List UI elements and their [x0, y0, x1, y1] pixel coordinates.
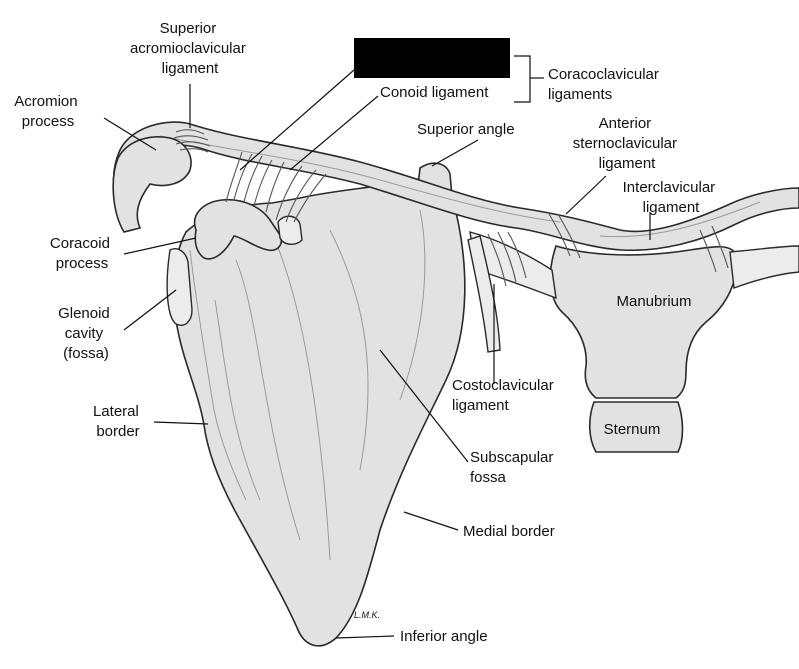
label-conoid-ligament: Conoid ligament: [380, 84, 489, 101]
anterior-sternoclavicular-ligament-fibers: [547, 211, 729, 273]
label-interclavicular-ligament: Interclavicular ligament: [623, 179, 720, 216]
labels: Superior acromioclavicular ligament Acro…: [14, 20, 720, 645]
manubrium: [549, 245, 738, 399]
costoclavicular-ligament-fibers: [487, 231, 527, 287]
lateral-edge: [189, 249, 247, 501]
costal-cartilage-right: [729, 245, 799, 289]
leader-lines: [103, 55, 651, 639]
label-superior-acromioclavicular-ligament: Superior acromioclavicular ligament: [130, 20, 250, 77]
label-coracoclavicular-ligaments: Coracoclavicular ligaments: [548, 66, 663, 103]
scapula-shading: [214, 209, 426, 561]
label-inferior-angle: Inferior angle: [400, 628, 488, 645]
label-anterior-sternoclavicular-ligament: Anterior sternoclavicular ligament: [573, 115, 681, 172]
label-medial-border: Medial border: [463, 523, 555, 540]
label-acromion-process: Acromion process: [14, 93, 82, 130]
superior-acromioclavicular-ligament-fibers: [173, 129, 211, 153]
artist-signature: L.M.K.: [354, 610, 380, 620]
scapular-notch: [277, 215, 303, 245]
glenoid-cavity: [166, 248, 193, 326]
coracoclavicular-ligament-fibers: [225, 151, 327, 223]
acromion: [112, 136, 192, 233]
first-rib-left: [467, 235, 501, 353]
label-sternum: Sternum: [604, 421, 661, 438]
label-superior-angle: Superior angle: [417, 121, 515, 138]
label-subscapular-fossa: Subscapular fossa: [470, 449, 558, 486]
sternum-body: [588, 401, 684, 453]
redacted-label-box: [354, 38, 510, 78]
illustration: L.M.K.: [112, 38, 799, 647]
label-glenoid-cavity: Glenoid cavity (fossa): [58, 305, 114, 362]
label-lateral-border: Lateral border: [93, 403, 143, 440]
label-coracoid-process: Coracoid process: [50, 235, 114, 272]
coracoid-process: [193, 198, 283, 260]
clavicle-shading: [159, 135, 761, 238]
clavicle: [112, 121, 799, 252]
label-manubrium: Manubrium: [616, 293, 691, 310]
label-costoclavicular-ligament: Costoclavicular ligament: [452, 377, 558, 414]
costal-cartilage-left: [469, 231, 557, 300]
